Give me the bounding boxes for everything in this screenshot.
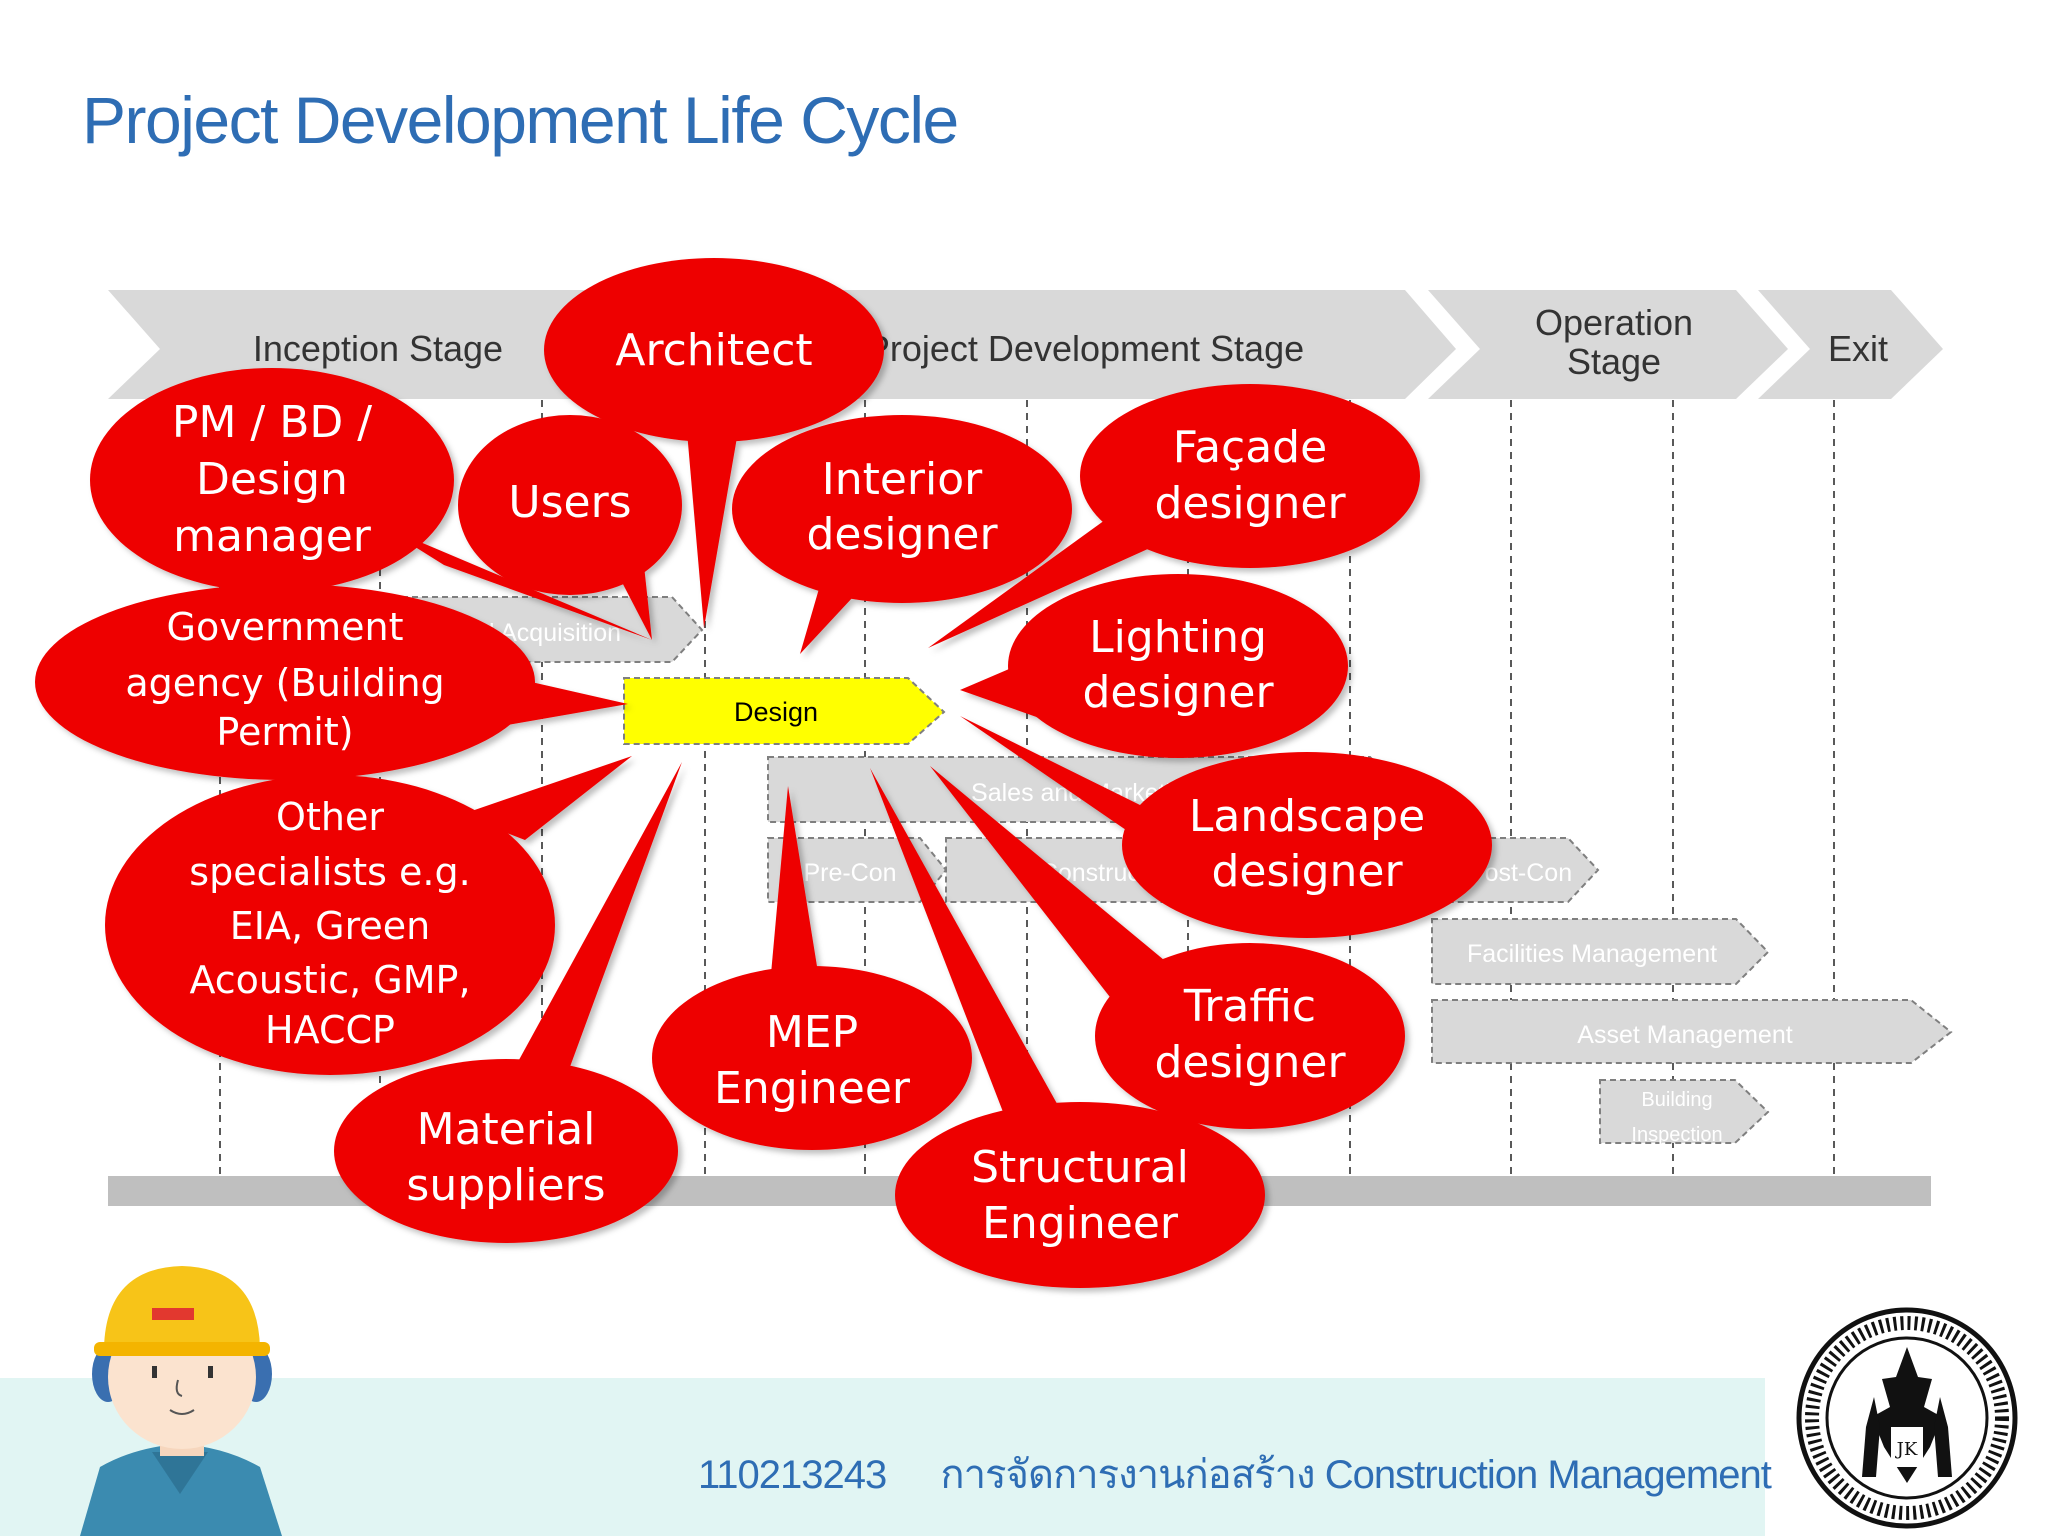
traffic-bubble-text-line1: Traffic (1183, 981, 1316, 1032)
users-bubble (458, 415, 682, 640)
pm-bubble-text-line1: PM / BD / (172, 397, 372, 448)
landscape-designer-bubble (960, 716, 1492, 938)
inception-stage-label: Inception Stage (253, 328, 503, 369)
asset-management-label: Asset Management (1577, 1021, 1792, 1049)
other-bubble-text-line2: specialists e.g. (189, 850, 470, 894)
facilities-management-bar (1431, 918, 1770, 985)
mep-engineer-bubble (652, 786, 972, 1150)
government-bubble-text-line2: agency (Building (125, 661, 444, 705)
landscape-bubble-text-line1: Landscape (1189, 791, 1425, 842)
other-bubble-text-line3: EIA, Green (230, 904, 430, 948)
footer-course-info: 110213243 การจัดการงานก่อสร้าง Construct… (698, 1442, 1772, 1506)
development-stage-label: Project Development Stage (866, 328, 1304, 369)
building-inspection-label-line1: Building (1641, 1089, 1712, 1111)
architect-bubble (544, 258, 884, 628)
building-inspection-bar (1599, 1079, 1770, 1144)
government-bubble-text-line1: Government (167, 605, 404, 649)
course-name: การจัดการงานก่อสร้าง Construction Manage… (940, 1453, 1771, 1497)
structural-bubble-text-line1: Structural (971, 1142, 1189, 1193)
traffic-bubble-text-line2: designer (1154, 1037, 1346, 1088)
building-inspection-label-line2: Inspection (1631, 1124, 1722, 1146)
design-activity-box (623, 677, 946, 745)
asset-management-bar (1431, 999, 1953, 1064)
structural-bubble-text-line2: Engineer (982, 1198, 1179, 1249)
government-bubble-text-line3: Permit) (216, 710, 353, 754)
exit-stage-label: Exit (1828, 328, 1888, 369)
material-suppliers-bubble (334, 762, 682, 1243)
design-label: Design (734, 697, 818, 727)
landscape-bubble-text-line2: designer (1211, 846, 1403, 897)
traffic-designer-bubble (930, 766, 1405, 1129)
other-bubble-text-line5: HACCP (265, 1008, 395, 1052)
footer-band (0, 1378, 1765, 1536)
government-agency-bubble (35, 584, 628, 780)
lighting-bubble-text-line1: Lighting (1089, 612, 1267, 663)
other-bubble-text-line1: Other (276, 795, 384, 839)
structural-engineer-bubble (870, 768, 1265, 1288)
construction-worker-icon (80, 1266, 282, 1536)
lighting-bubble-text-line2: designer (1082, 667, 1274, 718)
facade-bubble-text-line1: Façade (1173, 422, 1327, 473)
course-code: 110213243 (698, 1453, 887, 1497)
operation-stage-label-line2: Stage (1567, 341, 1661, 382)
architect-bubble-text: Architect (615, 325, 812, 376)
university-seal-icon: JK (1796, 1307, 2018, 1529)
interior-designer-bubble (732, 415, 1072, 654)
lighting-designer-bubble (960, 574, 1348, 758)
operation-stage-chevron (1428, 290, 1788, 399)
facade-bubble-text-line2: designer (1154, 478, 1346, 529)
interior-bubble-text-line1: Interior (822, 454, 983, 505)
pm-bubble-text-line2: Design (196, 454, 348, 505)
users-bubble-text: Users (508, 477, 631, 528)
facade-designer-bubble (928, 384, 1420, 648)
mep-bubble-text-line2: Engineer (714, 1063, 911, 1114)
exit-stage-chevron (1758, 290, 1943, 399)
interior-bubble-text-line2: designer (806, 509, 998, 560)
development-stage-chevron (805, 290, 1456, 399)
svg-text:JK: JK (1895, 1439, 1918, 1460)
material-bubble-text-line2: suppliers (406, 1160, 605, 1211)
other-specialists-bubble (105, 756, 632, 1075)
facilities-management-label: Facilities Management (1467, 940, 1717, 968)
slide-title: Project Development Life Cycle (82, 83, 959, 157)
other-bubble-text-line4: Acoustic, GMP, (189, 958, 470, 1002)
mep-bubble-text-line1: MEP (766, 1007, 858, 1058)
pm-bubble-text-line3: manager (173, 511, 372, 562)
operation-stage-label-line1: Operation (1535, 302, 1693, 343)
pre-con-label: Pre-Con (803, 859, 896, 887)
material-bubble-text-line1: Material (417, 1104, 596, 1155)
